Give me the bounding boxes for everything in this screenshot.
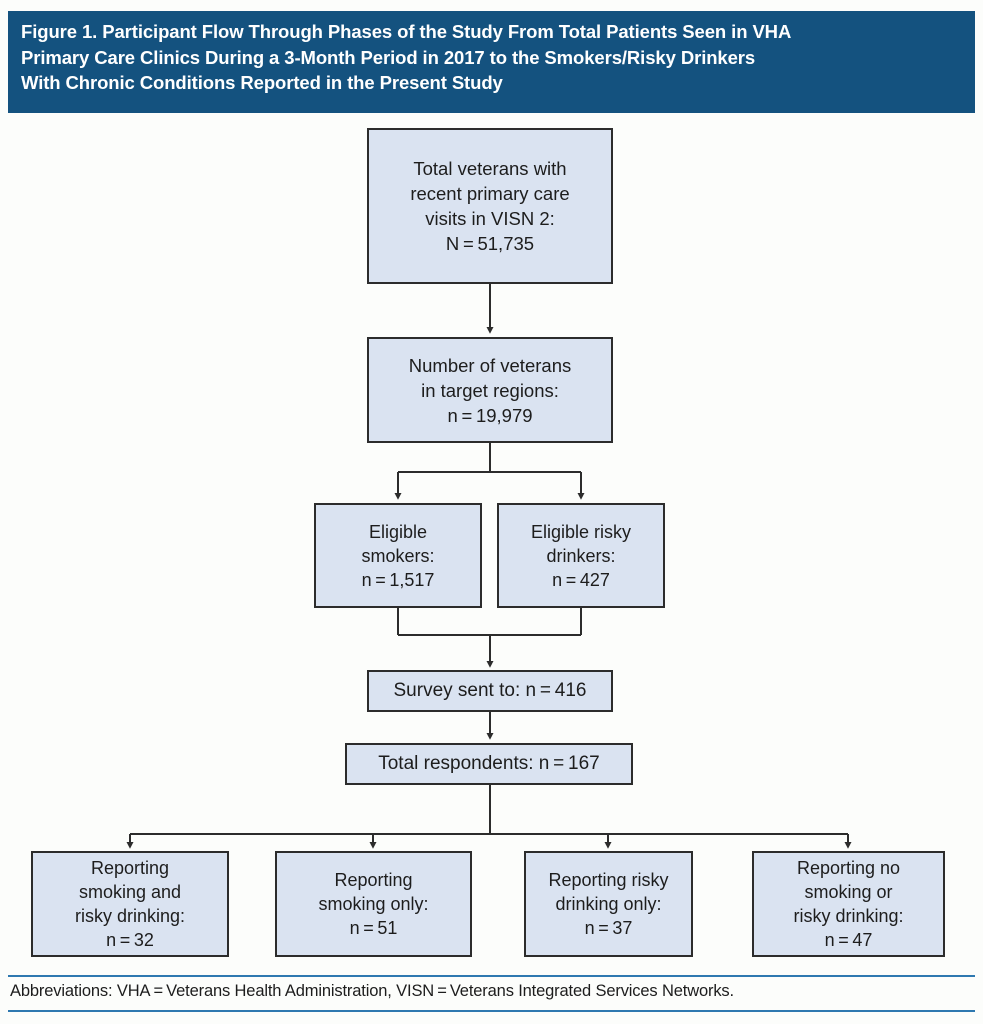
node-total-veterans[interactable]: Total veterans with recent primary care … (367, 128, 613, 284)
node-total-respondents[interactable]: Total respondents: n = 167 (345, 743, 633, 785)
node-total-veterans-label: Total veterans with recent primary care … (410, 158, 570, 254)
node-smoking-and-drinking-label: Reporting smoking and risky drinking: n … (74, 858, 186, 950)
figure-title-banner: Figure 1. Participant Flow Through Phase… (8, 11, 975, 113)
figure-footnote: Abbreviations: VHA = Veterans Health Adm… (10, 982, 734, 1000)
node-smoking-and-drinking[interactable]: Reporting smoking and risky drinking: n … (31, 851, 229, 957)
node-survey-sent-label: Survey sent to: n = 416 (393, 680, 587, 701)
node-total-respondents-label: Total respondents: n = 167 (378, 753, 600, 774)
node-target-regions-label: Number of veterans in target regions: n … (408, 354, 572, 426)
footnote-rule-top (8, 975, 975, 977)
node-drinking-only[interactable]: Reporting risky drinking only: n = 37 (524, 851, 693, 957)
node-eligible-smokers[interactable]: Eligible smokers: n = 1,517 (314, 503, 482, 608)
node-eligible-risky-drinkers[interactable]: Eligible risky drinkers: n = 427 (497, 503, 665, 608)
footnote-rule-bottom (8, 1010, 975, 1012)
node-eligible-risky-drinkers-label: Eligible risky drinkers: n = 427 (530, 521, 632, 590)
node-smoking-only-label: Reporting smoking only: n = 51 (318, 870, 429, 938)
flowchart-connectors (126, 284, 852, 849)
node-drinking-only-label: Reporting risky drinking only: n = 37 (548, 870, 669, 938)
node-target-regions[interactable]: Number of veterans in target regions: n … (367, 337, 613, 443)
node-neither[interactable]: Reporting no smoking or risky drinking: … (752, 851, 945, 957)
figure-title: Figure 1. Participant Flow Through Phase… (21, 21, 792, 93)
flowchart: Total veterans with recent primary care … (0, 113, 983, 973)
figure-footnote-block: Abbreviations: VHA = Veterans Health Adm… (8, 975, 975, 1015)
node-eligible-smokers-label: Eligible smokers: n = 1,517 (361, 521, 435, 590)
node-survey-sent[interactable]: Survey sent to: n = 416 (367, 670, 613, 712)
node-neither-label: Reporting no smoking or risky drinking: … (793, 858, 904, 950)
node-smoking-only[interactable]: Reporting smoking only: n = 51 (275, 851, 472, 957)
